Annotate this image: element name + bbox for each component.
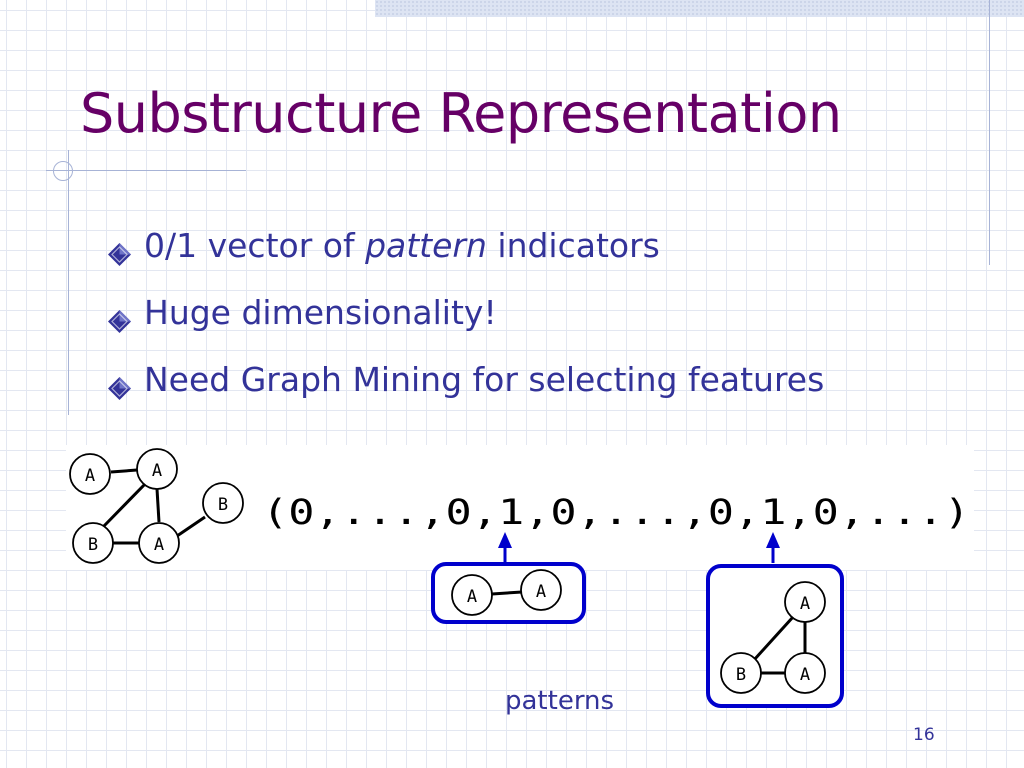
diamond-bullet-icon bbox=[108, 377, 131, 400]
svg-text:B: B bbox=[736, 665, 746, 685]
slide-number: 16 bbox=[913, 725, 935, 745]
svg-text:A: A bbox=[152, 461, 162, 481]
graph-node: A bbox=[69, 453, 111, 495]
svg-text:A: A bbox=[800, 665, 810, 685]
svg-text:A: A bbox=[154, 535, 164, 555]
up-arrow-icon bbox=[766, 532, 780, 563]
graph-node: A bbox=[136, 448, 178, 490]
svg-text:A: A bbox=[467, 587, 477, 607]
pattern-box-1: A A bbox=[431, 562, 586, 624]
graph-node: B bbox=[202, 482, 244, 524]
top-decoration-strip bbox=[375, 0, 1024, 17]
rule-junction-ring bbox=[53, 161, 73, 181]
graph-node: B bbox=[720, 652, 762, 694]
left-horizontal-rule bbox=[46, 170, 246, 171]
svg-text:B: B bbox=[218, 495, 228, 515]
patterns-caption: patterns bbox=[505, 686, 615, 716]
right-vertical-rule bbox=[989, 0, 990, 265]
graph-node: A bbox=[520, 569, 562, 611]
main-graph: A A B A B bbox=[69, 448, 244, 564]
graph-node: A bbox=[138, 522, 180, 564]
slide-title: Substructure Representation bbox=[80, 82, 842, 145]
svg-text:B: B bbox=[88, 535, 98, 555]
feature-vector-text: (0,...,0,1,0,...,0,1,0,...) bbox=[262, 493, 970, 533]
diamond-bullet-icon bbox=[108, 310, 131, 333]
graph-node: A bbox=[784, 652, 826, 694]
diamond-bullet-icon bbox=[108, 243, 131, 266]
main-graph-edges bbox=[101, 468, 206, 545]
graph-node: A bbox=[451, 574, 493, 616]
bullet-text: Need Graph Mining for selecting features bbox=[144, 360, 825, 399]
pattern-box-2: A B A bbox=[706, 564, 844, 708]
bullet-text: Huge dimensionality! bbox=[144, 293, 497, 332]
svg-text:A: A bbox=[536, 582, 546, 602]
left-vertical-rule bbox=[68, 150, 69, 415]
up-arrow-icon bbox=[498, 532, 512, 563]
svg-text:A: A bbox=[85, 466, 95, 486]
bullet-text: 0/1 vector of pattern indicators bbox=[144, 226, 660, 265]
graph-node: B bbox=[72, 522, 114, 564]
graph-node: A bbox=[784, 581, 826, 623]
svg-text:A: A bbox=[800, 594, 810, 614]
